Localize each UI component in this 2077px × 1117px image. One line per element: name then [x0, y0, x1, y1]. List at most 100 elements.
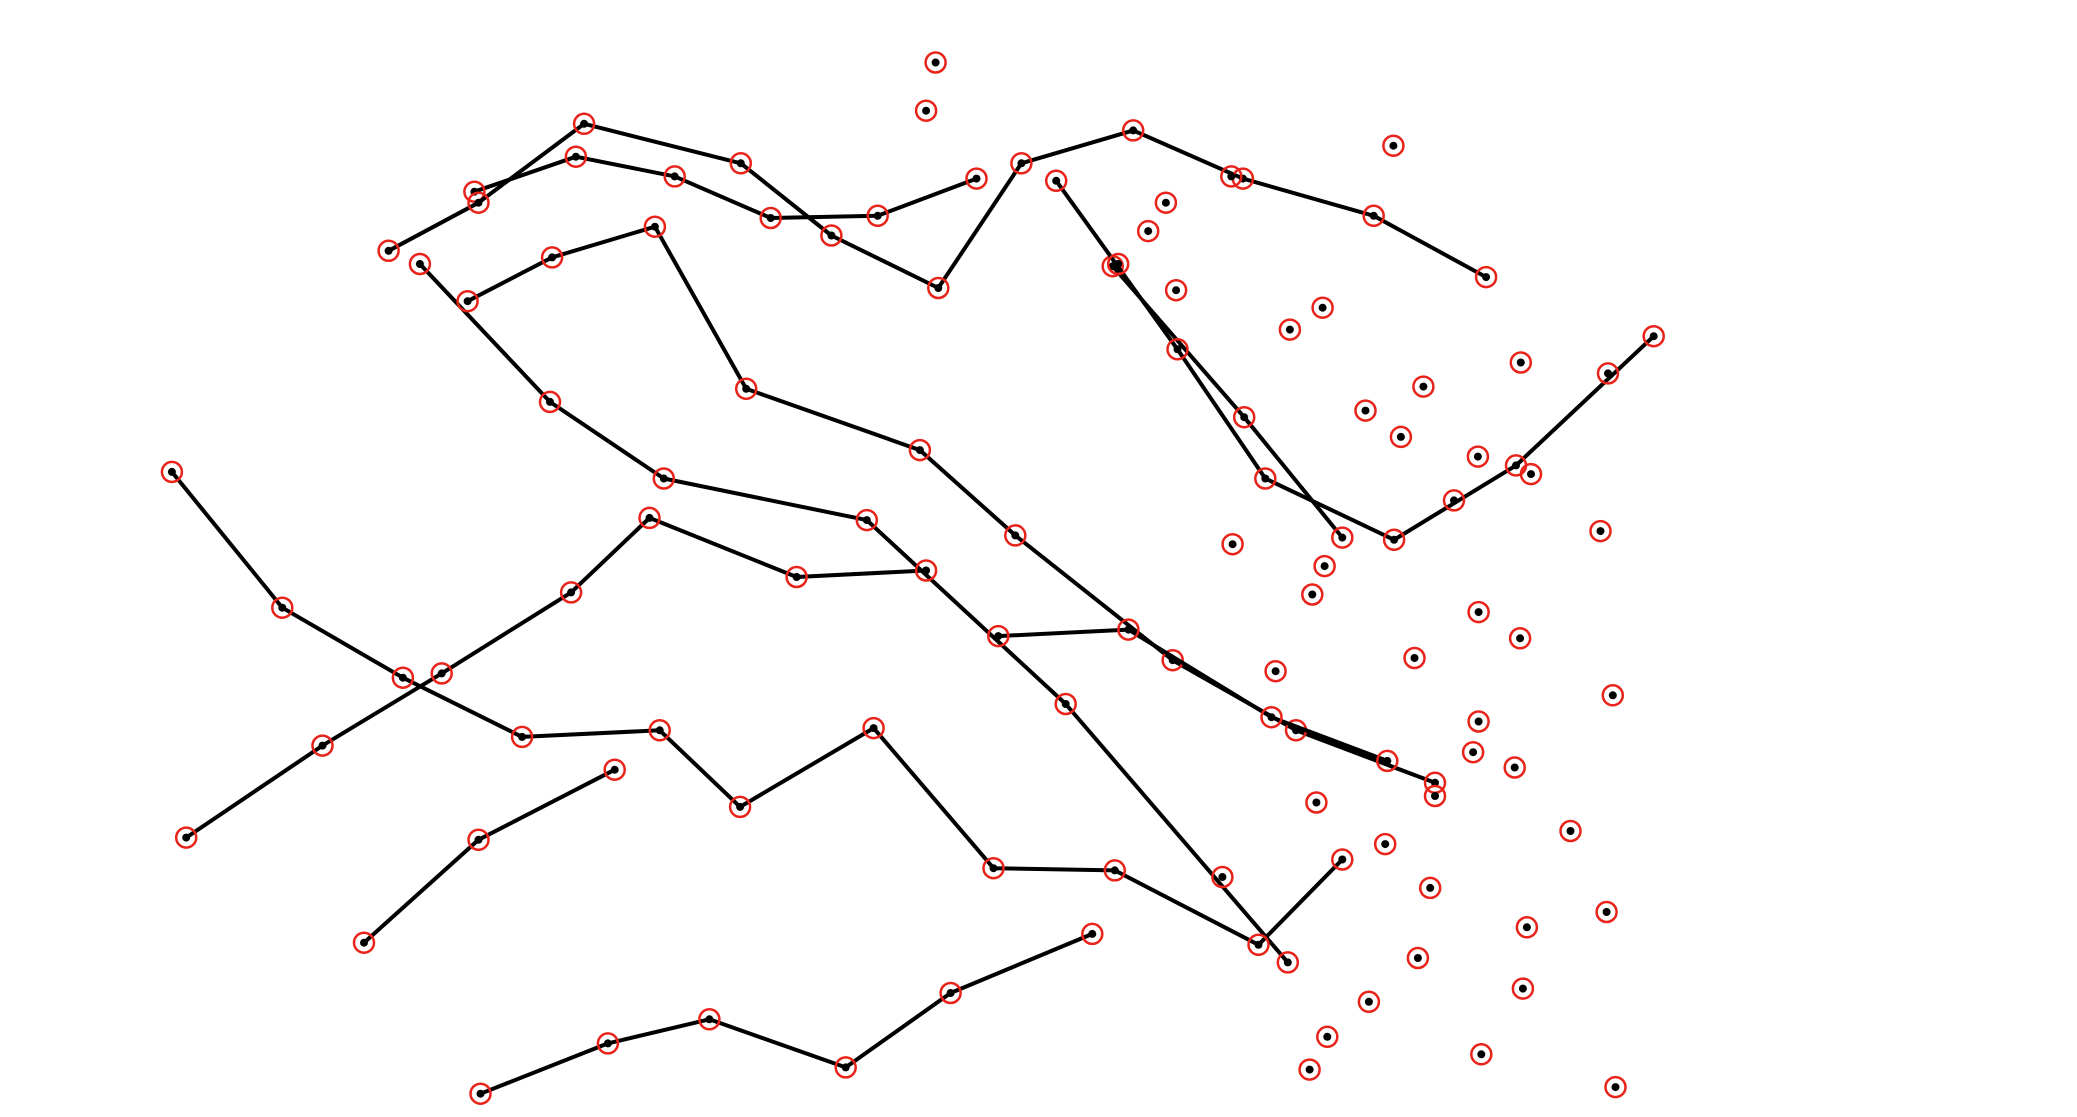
point-24-dot	[1516, 634, 1524, 642]
point-16-dot	[1474, 453, 1482, 461]
polyline-4-vertex-5-dot	[827, 232, 835, 240]
point-6-dot	[1144, 227, 1152, 235]
polyline-5-vertex-1-marker	[1278, 952, 1298, 972]
point-18-dot	[1450, 496, 1458, 504]
polyline-6-vertex-6-dot	[742, 385, 750, 393]
point-41-dot	[1365, 998, 1373, 1006]
point-2-dot	[922, 107, 930, 115]
point-29-dot	[1469, 748, 1477, 756]
point-39-dot	[1414, 954, 1422, 962]
polyline-5-vertex-5-marker	[540, 392, 560, 412]
point-42-marker	[1317, 1027, 1337, 1047]
point-34-dot	[1381, 840, 1389, 848]
point-11-dot	[1517, 359, 1525, 367]
point-5-marker	[1156, 193, 1176, 213]
point-13-dot	[1419, 383, 1427, 391]
polyline-5	[420, 264, 1288, 962]
polyline-4-vertex-2-dot	[475, 199, 483, 207]
polyline-9-vertex-3-dot	[438, 669, 446, 677]
polyline-8-vertex-5-dot	[870, 724, 878, 732]
polyline-8-vertex-1-dot	[1338, 856, 1346, 864]
polyline-5-vertex-6-dot	[416, 260, 424, 268]
point-21-dot	[1321, 562, 1329, 570]
polyline-2-vertex-1-dot	[1650, 332, 1658, 340]
polyline-8-vertex-10-dot	[278, 604, 286, 612]
polyline-8-vertex-9-marker	[393, 668, 413, 688]
polyline-8-vertex-3-dot	[1111, 866, 1119, 874]
point-27-dot	[1609, 691, 1617, 699]
polyline-5-vertex-3-dot	[863, 516, 871, 524]
polyline-10	[364, 770, 615, 943]
polyline-11-vertex-4-marker	[836, 1057, 856, 1077]
polyline-11-vertex-5-dot	[947, 989, 955, 997]
polyline-4-vertex-5-marker	[821, 226, 841, 246]
point-11-marker	[1511, 353, 1531, 373]
polyline-8-vertex-5-marker	[864, 718, 884, 738]
polyline-2	[1056, 181, 1654, 540]
point-15-marker	[1391, 427, 1411, 447]
point-5-dot	[1162, 199, 1170, 207]
point-22-marker	[1302, 585, 1322, 605]
polyline-2-vertex-2-marker	[1506, 455, 1526, 475]
point-43-marker	[1471, 1044, 1491, 1064]
point-28-dot	[1475, 718, 1483, 726]
polyline-2-vertex-3-dot	[1390, 536, 1398, 544]
polyline-11-vertex-1-dot	[477, 1090, 485, 1098]
point-7-dot	[1114, 260, 1122, 268]
polyline-layer	[162, 114, 1664, 1104]
polyline-8-vertex-1-marker	[1332, 850, 1352, 870]
point-26-marker	[1266, 661, 1286, 681]
point-30-marker	[1505, 758, 1525, 778]
polyline-2-vertex-1-marker	[1644, 326, 1664, 346]
point-20-dot	[1229, 540, 1237, 548]
point-32-dot	[1312, 799, 1320, 807]
polyline-4-vertex-10-dot	[1370, 212, 1378, 220]
polyline-9-vertex-5-dot	[646, 514, 654, 522]
point-20-marker	[1223, 534, 1243, 554]
polyline-9-vertex-5-marker	[640, 508, 660, 528]
polyline-3-vertex-1-dot	[973, 175, 981, 183]
point-17-dot	[1527, 470, 1535, 478]
point-21-marker	[1315, 556, 1335, 576]
point-19-marker	[1591, 521, 1611, 541]
point-29-marker	[1463, 742, 1483, 762]
polyline-10-vertex-1-dot	[360, 939, 368, 947]
point-9-dot	[1319, 304, 1327, 312]
point-31-marker	[1425, 786, 1445, 806]
polyline-11-vertex-3-dot	[705, 1015, 713, 1023]
point-33-dot	[1567, 827, 1575, 835]
polyline-9-vertex-1-dot	[182, 834, 190, 842]
point-43-dot	[1477, 1050, 1485, 1058]
point-40-marker	[1513, 979, 1533, 999]
polyline-7-vertex-1-dot	[1383, 757, 1391, 765]
polyline-6-vertex-7-dot	[651, 223, 659, 231]
polyline-10-vertex-2-marker	[469, 830, 489, 850]
point-1-marker	[926, 53, 946, 73]
polyline-11-vertex-6-dot	[1088, 930, 1096, 938]
point-41-marker	[1359, 992, 1379, 1012]
point-4-dot	[1227, 172, 1235, 180]
polyline-2-vertex-5-dot	[1174, 345, 1182, 353]
polyline-2-vertex-6-marker	[1046, 171, 1066, 191]
polyline-10-vertex-3-marker	[605, 760, 625, 780]
polyline-6-vertex-5-dot	[916, 446, 924, 454]
point-22-dot	[1308, 591, 1316, 599]
polyline-6-vertex-4-marker	[1005, 525, 1025, 545]
polyline-8-vertex-6-dot	[736, 803, 744, 811]
polyline-3-vertex-5-dot	[572, 153, 580, 161]
polyline-9-vertex-7-dot	[922, 567, 930, 575]
polyline-2-vertex-4-dot	[1261, 475, 1269, 483]
polyline-4	[389, 124, 1487, 288]
polyline-9-vertex-2-marker	[313, 736, 333, 756]
point-17-marker	[1521, 464, 1541, 484]
polyline-11-vertex-6-marker	[1082, 924, 1102, 944]
polyline-8-vertex-2-marker	[1249, 935, 1269, 955]
point-37-marker	[1597, 902, 1617, 922]
polyline-1-vertex-2-marker	[1234, 407, 1254, 427]
point-44-marker	[1300, 1060, 1320, 1080]
point-35-dot	[1218, 873, 1226, 881]
point-19-dot	[1597, 527, 1605, 535]
point-2-marker	[916, 101, 936, 121]
